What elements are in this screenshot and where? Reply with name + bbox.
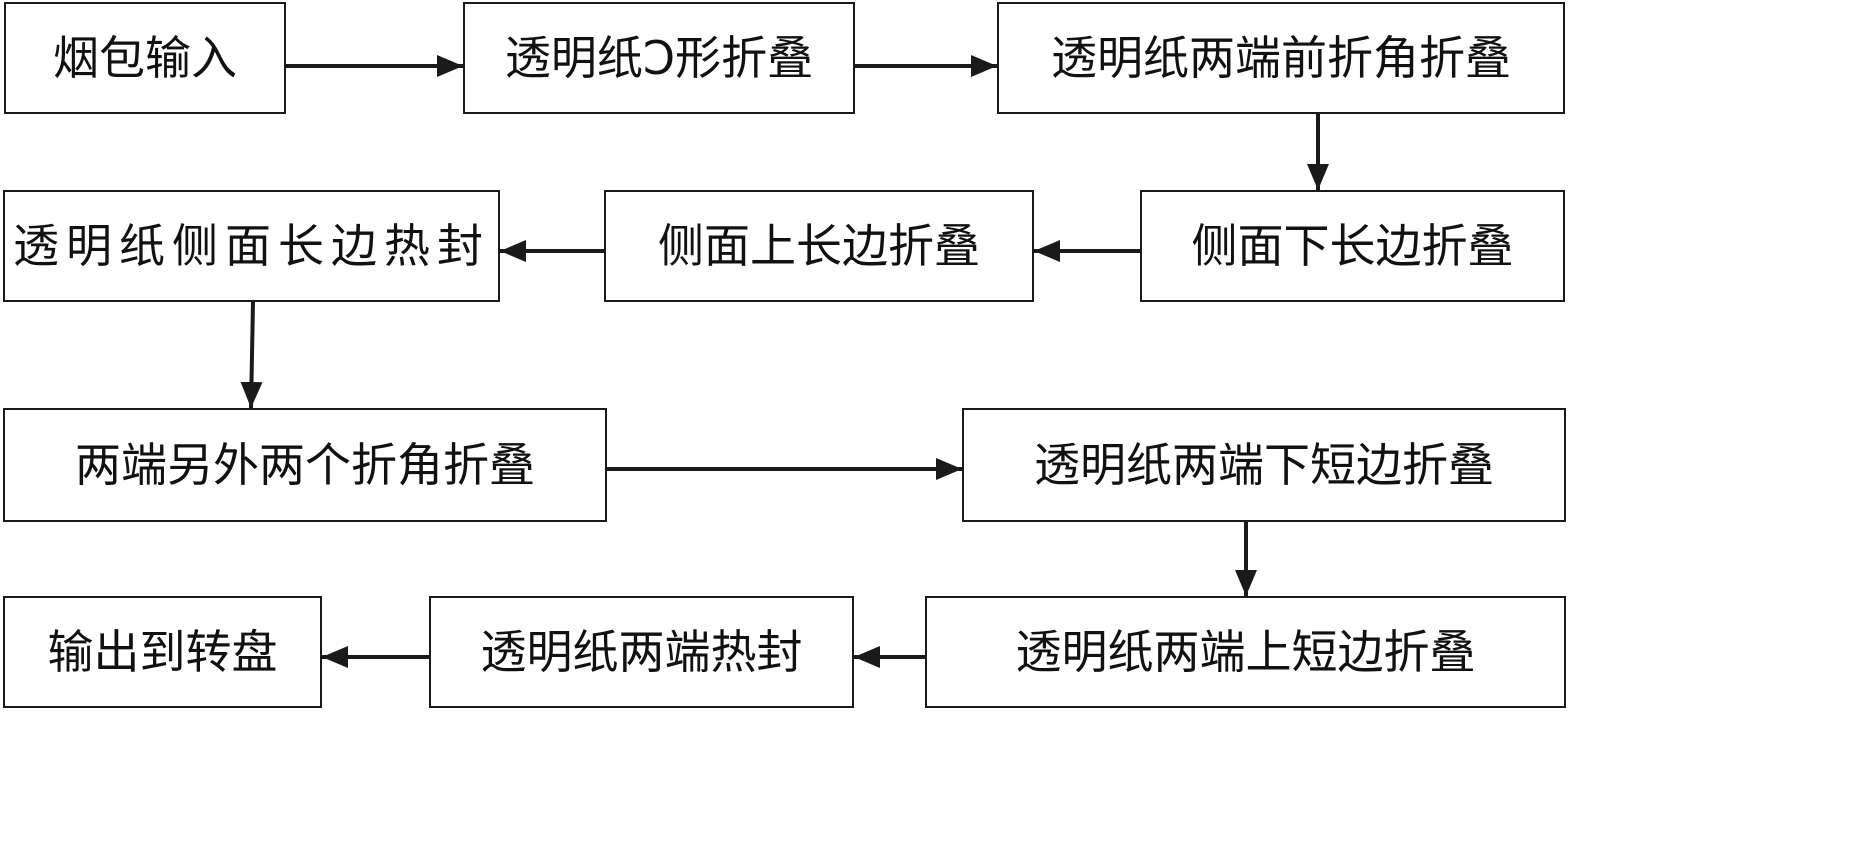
step-label: 侧面上长边折叠: [658, 219, 980, 273]
step-label: 输出到转盘: [47, 625, 278, 679]
step-lower-long-edge-fold: 侧面下长边折叠: [1140, 190, 1565, 302]
step-label: 透明纸两端下短边折叠: [1034, 438, 1494, 492]
step-upper-long-edge-fold: 侧面上长边折叠: [604, 190, 1034, 302]
step-label: 透明纸Ↄ形折叠: [504, 31, 814, 85]
step-label: 透明纸两端热封: [480, 625, 803, 679]
step-upper-short-edge-fold: 透明纸两端上短边折叠: [925, 596, 1566, 708]
step-label: 透明纸两端上短边折叠: [1015, 625, 1476, 679]
step-label: 透明纸两端前折角折叠: [1051, 31, 1511, 85]
step-output-to-turntable: 输出到转盘: [3, 596, 322, 708]
step-side-long-edge-heat-seal: 透明纸侧面长边热封: [3, 190, 500, 302]
step-label: 烟包输入: [53, 31, 237, 85]
step-c-shape-fold: 透明纸Ↄ形折叠: [463, 2, 855, 114]
step-label: 两端另外两个折角折叠: [75, 438, 535, 492]
step-label: 透明纸侧面长边热封: [13, 219, 490, 273]
step-front-corner-fold: 透明纸两端前折角折叠: [997, 2, 1565, 114]
step-lower-short-edge-fold: 透明纸两端下短边折叠: [962, 408, 1566, 522]
step-end-heat-seal: 透明纸两端热封: [429, 596, 854, 708]
step-cigarette-pack-input: 烟包输入: [4, 2, 286, 114]
step-label: 侧面下长边折叠: [1191, 219, 1514, 273]
arrow-6-to-7: [240, 301, 263, 409]
step-other-corners-fold: 两端另外两个折角折叠: [3, 408, 607, 522]
